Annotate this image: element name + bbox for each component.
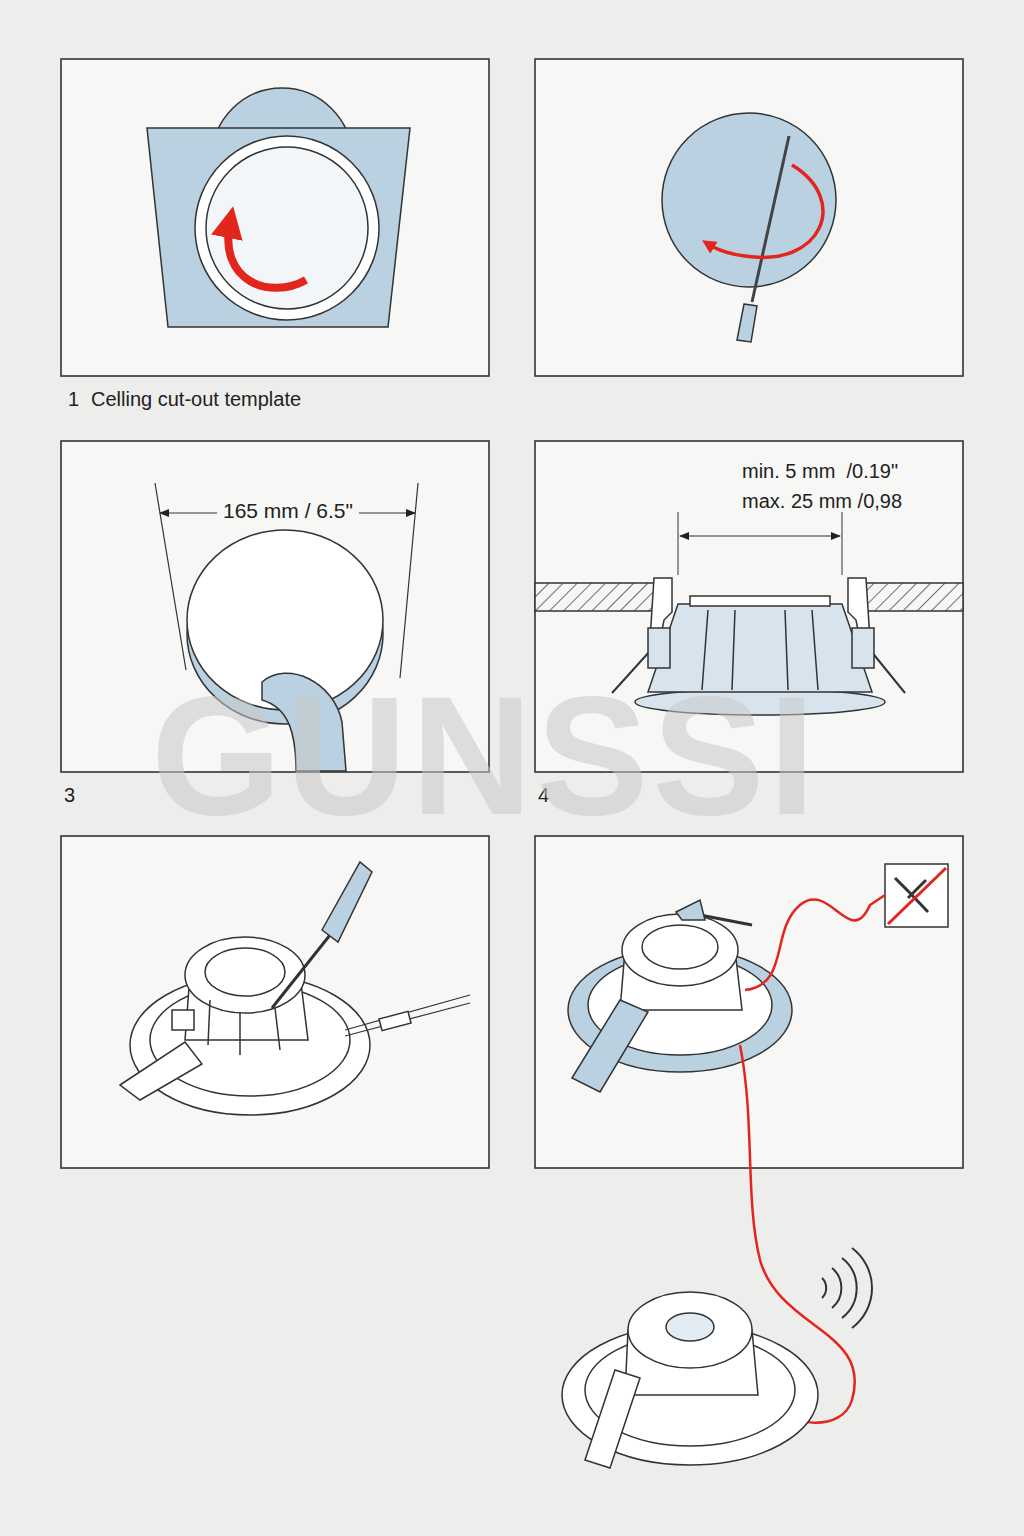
second-speaker-part	[628, 1292, 752, 1368]
speaker-wiring-part	[185, 937, 305, 1013]
speaker-connected-part	[572, 1000, 648, 1092]
speaker-wiring-part	[208, 1000, 210, 1045]
cut-out-template-part	[228, 222, 306, 288]
second-speaker-part	[585, 1370, 640, 1468]
panel-caption: Celling cut-out template	[91, 388, 301, 411]
ceiling-section-part	[680, 535, 840, 536]
speaker-connected-part	[895, 878, 928, 912]
speaker-connected-part	[622, 914, 738, 986]
cut-out-template-part	[195, 136, 379, 320]
second-speaker-part	[852, 1248, 872, 1328]
speaker-wiring-part	[205, 948, 285, 996]
speaker-wiring-part	[172, 1010, 194, 1030]
dimension-label: min. 5 mm /0.19"	[742, 460, 898, 483]
speaker-connected-part	[888, 868, 946, 924]
cut-out-template-part	[206, 147, 368, 309]
ceiling-section-part	[690, 596, 830, 606]
ceiling-disc-cut-part	[752, 136, 789, 302]
speaker-connected-part	[642, 925, 718, 969]
second-speaker-part	[666, 1313, 714, 1341]
speaker-wiring	[120, 862, 470, 1115]
speaker-wiring-part	[345, 1003, 470, 1036]
panel-frames-part	[61, 59, 489, 376]
speaker-wiring-part	[322, 862, 372, 942]
removed-disc-part	[155, 483, 186, 670]
ceiling-section-part	[852, 628, 874, 668]
speaker-wiring-part	[239, 1012, 241, 1055]
second-speaker-part	[832, 1268, 841, 1308]
panel-frames	[61, 59, 963, 1168]
callout-number: 3	[64, 784, 75, 807]
cut-out-template	[147, 88, 410, 327]
speaker-connected-part	[745, 895, 885, 990]
speaker-connected-part	[676, 900, 705, 920]
dimension-label: max. 25 mm /0,98	[742, 490, 902, 513]
panel-frames-part	[535, 59, 963, 376]
speaker-wiring-part	[272, 935, 330, 1008]
second-speaker-part	[822, 1278, 826, 1298]
speaker-wiring-part	[275, 1008, 280, 1050]
second-speaker-part	[842, 1258, 857, 1318]
removed-disc-part	[400, 483, 418, 678]
ceiling-section-part	[648, 628, 670, 668]
cut-out-template-part	[147, 128, 410, 327]
panel-frames-part	[61, 836, 489, 1168]
ceiling-section-part	[842, 512, 843, 575]
speaker-connected-part	[700, 915, 752, 925]
speaker-wiring-part	[379, 1011, 411, 1030]
second-speaker	[562, 1248, 872, 1468]
ceiling-section-part	[864, 583, 963, 611]
speaker-wiring-part	[345, 995, 470, 1030]
ceiling-disc-cut-part	[662, 113, 836, 287]
speaker-wiring-part	[120, 1042, 202, 1100]
ceiling-section-part	[678, 512, 679, 575]
ceiling-section-part	[535, 583, 660, 611]
callout-number: 1	[68, 388, 79, 411]
watermark: GUNSSI	[151, 672, 819, 840]
speaker-connected-part	[885, 864, 948, 927]
dimension-label: 165 mm / 6.5"	[217, 499, 359, 523]
ceiling-disc-cut-part	[737, 304, 757, 342]
ceiling-disc-cut	[662, 113, 836, 342]
ceiling-disc-cut-part	[708, 165, 823, 257]
